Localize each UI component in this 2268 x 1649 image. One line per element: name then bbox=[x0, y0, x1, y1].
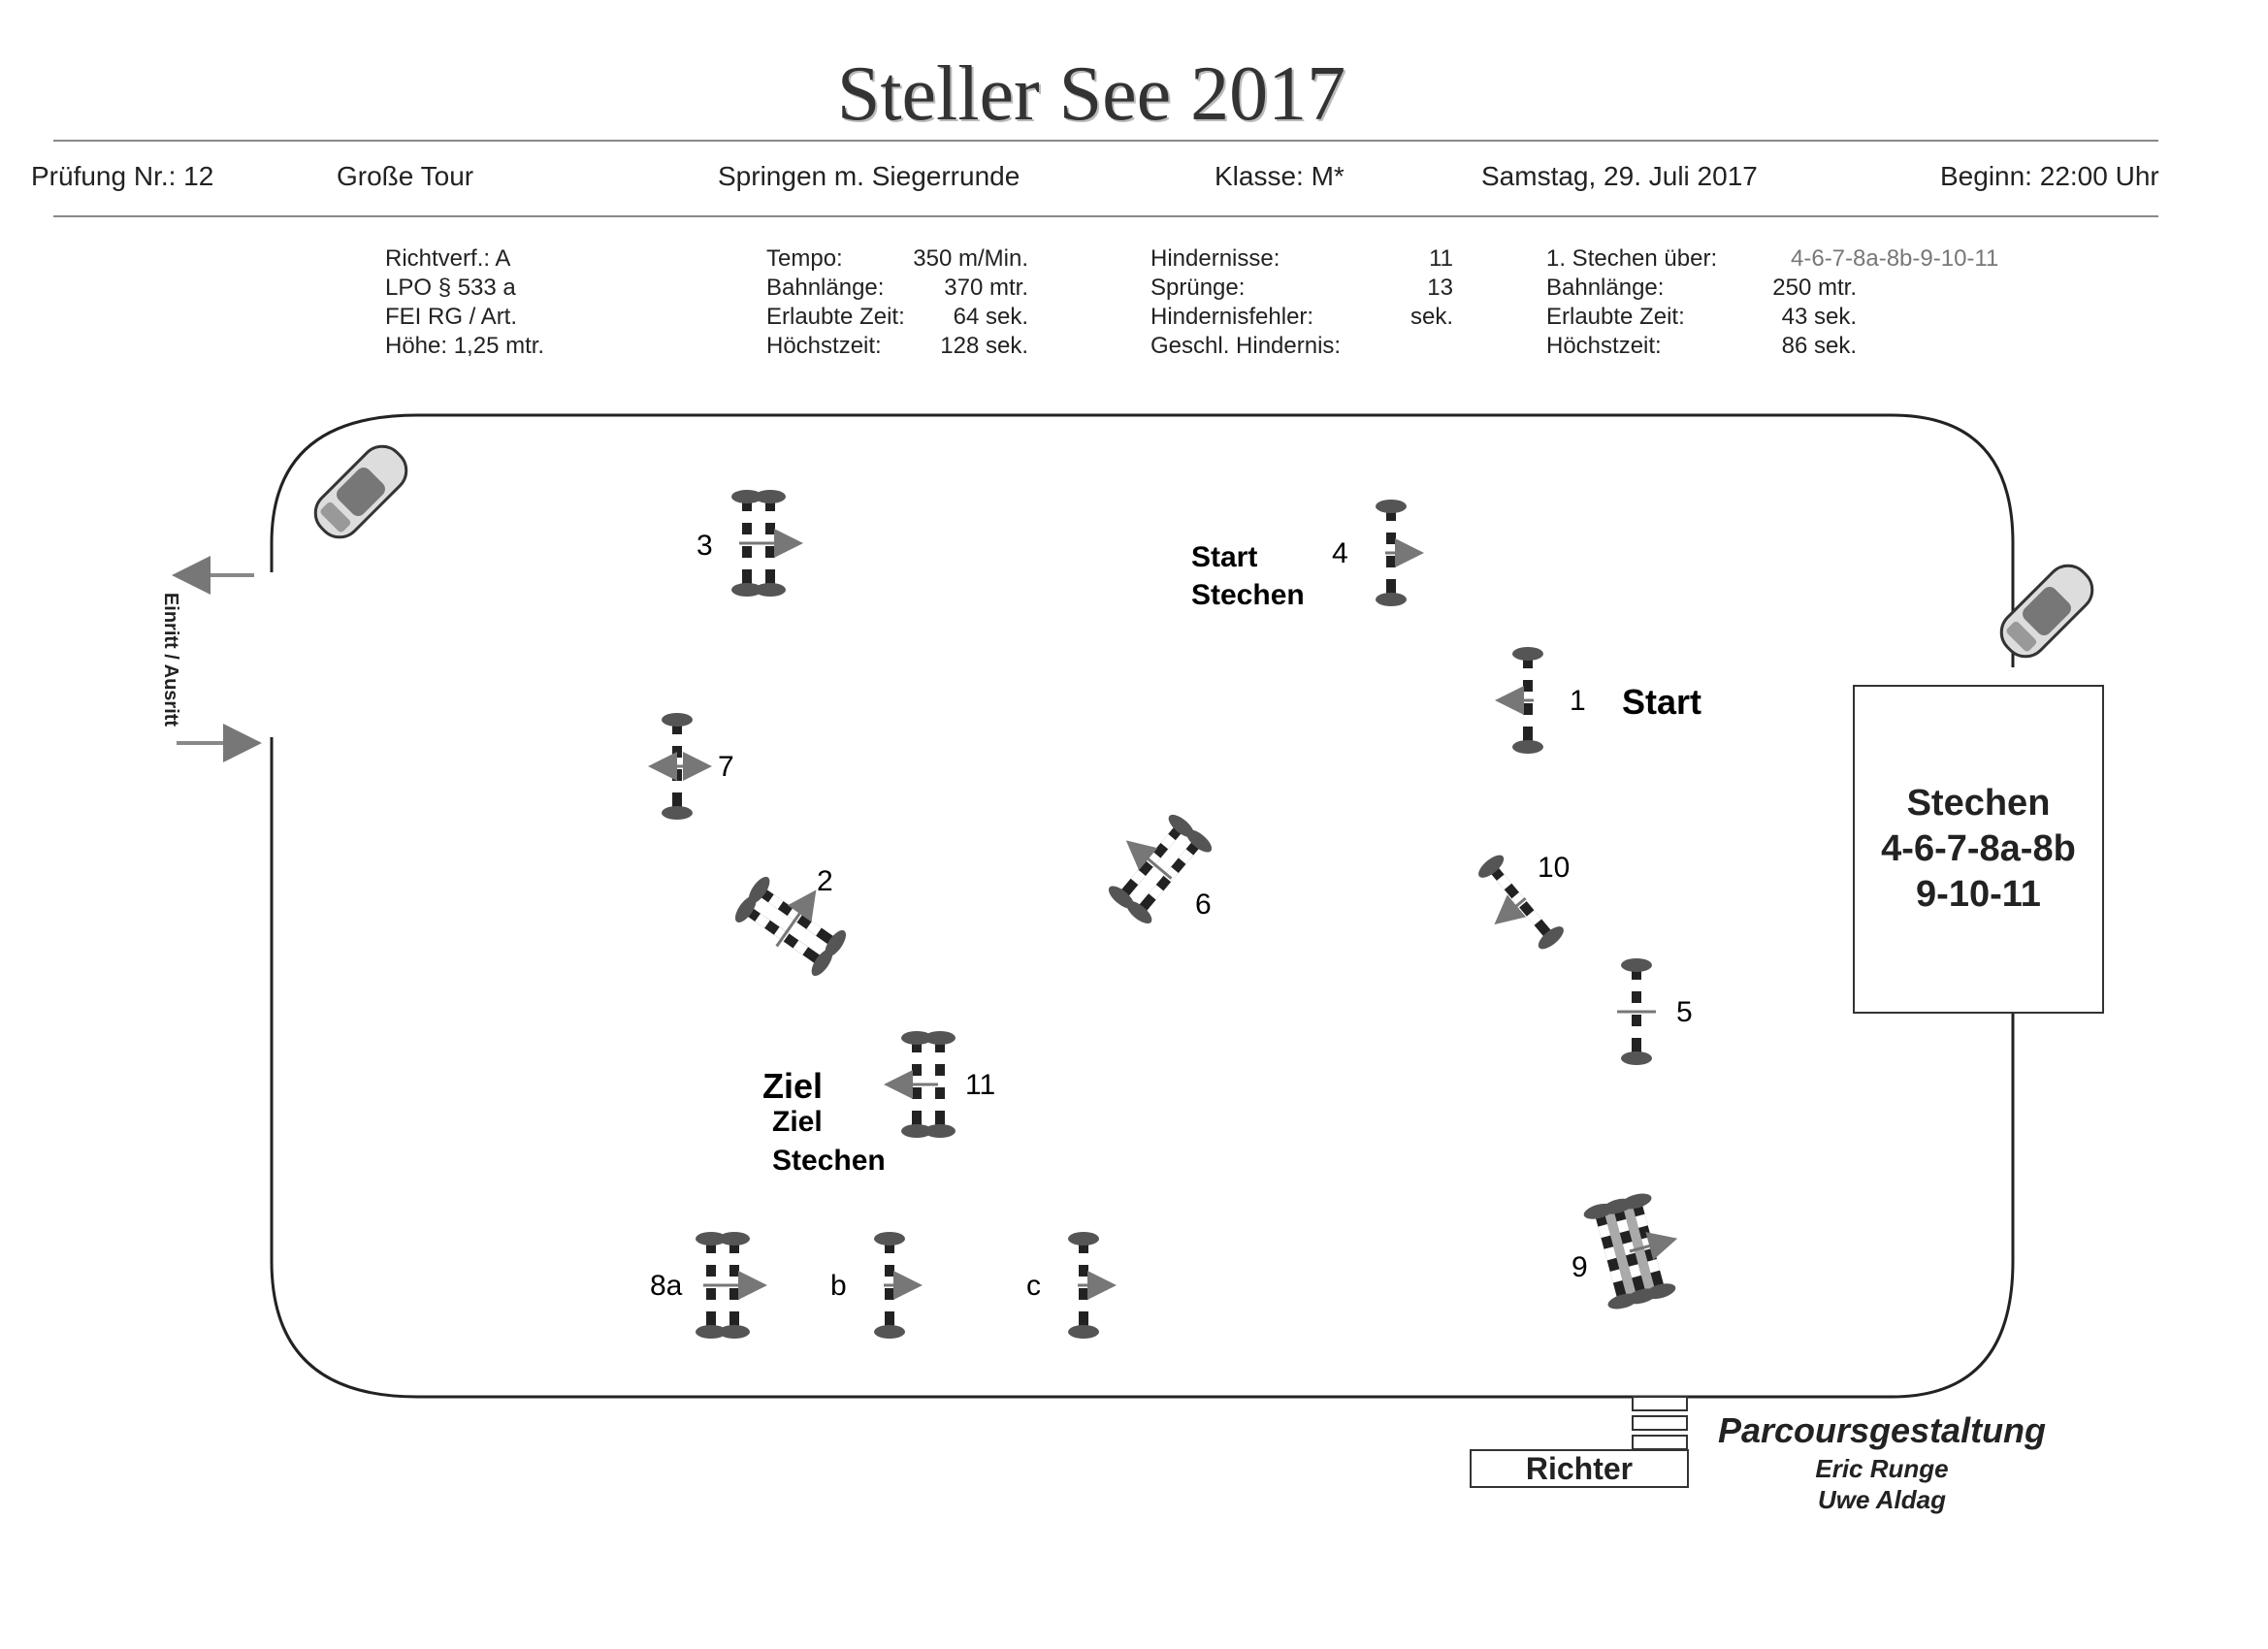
credits-heading: Parcoursgestaltung bbox=[1717, 1410, 2047, 1450]
jump-7-label: 7 bbox=[718, 751, 734, 783]
erlaubte-zeit-label: Erlaubte Zeit: bbox=[766, 304, 905, 330]
jump-1-label: 1 bbox=[1570, 685, 1586, 717]
jump-6-label: 6 bbox=[1195, 889, 1212, 921]
info-col-3: Hindernisse: 11 Sprünge: 13 Hindernisfehle… bbox=[1150, 244, 1453, 361]
car-icon bbox=[1999, 564, 2094, 659]
spruenge-value: 13 bbox=[1427, 275, 1453, 301]
stechen-box-title: Stechen bbox=[1906, 783, 2051, 824]
beginn: Beginn: 22:00 Uhr bbox=[1940, 161, 2159, 191]
datum: Samstag, 29. Juli 2017 bbox=[1481, 161, 1758, 191]
jump-8b bbox=[874, 1232, 923, 1339]
jump-5 bbox=[1617, 958, 1656, 1065]
geschl-hindernis-row: Geschl. Hindernis: bbox=[1150, 332, 1453, 361]
jump-11 bbox=[884, 1031, 956, 1138]
stechen-erlaubte-zeit-label: Erlaubte Zeit: bbox=[1546, 304, 1685, 330]
stechen-hoechstzeit-label: Höchstzeit: bbox=[1546, 333, 1662, 359]
tempo-row: Tempo: 350 m/Min. bbox=[766, 244, 1028, 274]
tempo-value: 350 m/Min. bbox=[913, 245, 1028, 272]
springen-type: Springen m. Siegerrunde bbox=[718, 161, 1021, 191]
entrance-label: Einritt / Ausritt bbox=[160, 593, 181, 727]
stechen-ueber-label: 1. Stechen über: bbox=[1546, 245, 1718, 272]
jump-2 bbox=[730, 873, 851, 980]
stechen-box-line-2: 9-10-11 bbox=[1916, 874, 2041, 915]
pruefung-nr: Prüfung Nr.: 12 bbox=[31, 161, 214, 191]
jump-6 bbox=[1105, 810, 1215, 928]
stechen-box-line-1: 4-6-7-8a-8b bbox=[1881, 828, 2076, 869]
stechen-hoechstzeit-row: Höchstzeit: 86 sek. bbox=[1546, 332, 1857, 361]
bahnlaenge-row: Bahnlänge: 370 mtr. bbox=[766, 274, 1028, 303]
info-col-1: Richtverf.: A LPO § 533 a FEI RG / Art. … bbox=[385, 244, 544, 361]
start-stechen-label-1: Start bbox=[1191, 541, 1257, 573]
stechen-ueber-value: 4-6-7-8a-8b-9-10-11 bbox=[1791, 245, 1999, 272]
stechen-bahnlaenge-value: 250 mtr. bbox=[1772, 275, 1857, 301]
jump-8a bbox=[696, 1232, 767, 1339]
hindernisfehler-row: Hindernisfehler: sek. bbox=[1150, 303, 1453, 332]
klasse: Klasse: M* bbox=[1215, 161, 1345, 191]
credits-name-2: Uwe Aldag bbox=[1818, 1485, 1946, 1514]
fei-rg: FEI RG / Art. bbox=[385, 304, 518, 330]
erlaubte-zeit-value: 64 sek. bbox=[953, 304, 1028, 330]
stechen-box: Stechen 4-6-7-8a-8b 9-10-11 bbox=[1853, 685, 2104, 1014]
hoechstzeit-label: Höchstzeit: bbox=[766, 333, 882, 359]
ziel-stechen-label-2: Stechen bbox=[772, 1145, 886, 1177]
stechen-bahnlaenge-label: Bahnlänge: bbox=[1546, 275, 1665, 301]
jump-11-label: 11 bbox=[965, 1069, 995, 1101]
hoechstzeit-value: 128 sek. bbox=[940, 333, 1028, 359]
info-col-4: 1. Stechen über: 4-6-7-8a-8b-9-10-11 Bahn… bbox=[1546, 244, 1998, 361]
jump-4 bbox=[1376, 500, 1424, 606]
jump-4-label: 4 bbox=[1332, 537, 1348, 569]
richter-box: Richter bbox=[1470, 1449, 1689, 1488]
hindernisfehler-value: sek. bbox=[1409, 304, 1453, 330]
car-icon bbox=[313, 444, 408, 539]
ziel-stechen-label-1: Ziel bbox=[772, 1106, 823, 1138]
jump-9 bbox=[1581, 1190, 1678, 1312]
jump-8a-label: 8a bbox=[650, 1270, 683, 1302]
hindernisse-value: 11 bbox=[1429, 245, 1453, 272]
hindernisse-label: Hindernisse: bbox=[1150, 245, 1280, 272]
bahnlaenge-label: Bahnlänge: bbox=[766, 275, 885, 301]
lpo: LPO § 533 a bbox=[385, 275, 516, 301]
page-title: Steller See 2017 bbox=[836, 51, 1346, 137]
jump-8c bbox=[1068, 1232, 1117, 1339]
header-bottom-rule bbox=[53, 215, 2158, 217]
judge-stairs bbox=[1632, 1396, 1688, 1450]
hoechstzeit-row: Höchstzeit: 128 sek. bbox=[766, 332, 1028, 361]
hindernisse-row: Hindernisse: 11 bbox=[1150, 244, 1453, 274]
credits: Parcoursgestaltung Eric Runge Uwe Aldag bbox=[1688, 1408, 2076, 1515]
spruenge-label: Sprünge: bbox=[1150, 275, 1246, 301]
jump-5-label: 5 bbox=[1676, 996, 1693, 1028]
jump-10-label: 10 bbox=[1538, 852, 1570, 884]
jump-8c-label: c bbox=[1026, 1270, 1041, 1302]
jump-1 bbox=[1495, 647, 1543, 754]
bahnlaenge-value: 370 mtr. bbox=[944, 275, 1028, 301]
stechen-hoechstzeit-value: 86 sek. bbox=[1781, 333, 1857, 359]
credits-name-1: Eric Runge bbox=[1815, 1454, 1949, 1483]
start-label: Start bbox=[1622, 682, 1701, 722]
jump-9-label: 9 bbox=[1571, 1251, 1588, 1283]
stechen-erlaubte-zeit-value: 43 sek. bbox=[1781, 304, 1857, 330]
geschl-hindernis-label: Geschl. Hindernis: bbox=[1150, 333, 1342, 359]
jump-7 bbox=[648, 713, 712, 820]
tempo-label: Tempo: bbox=[766, 245, 843, 272]
tour-name: Große Tour bbox=[337, 161, 474, 191]
header-top-rule bbox=[53, 140, 2158, 142]
stechen-erlaubte-zeit-row: Erlaubte Zeit: 43 sek. bbox=[1546, 303, 1857, 332]
hindernisfehler-label: Hindernisfehler: bbox=[1150, 304, 1314, 330]
jump-3-label: 3 bbox=[697, 530, 713, 562]
info-col-2: Tempo: 350 m/Min. Bahnlänge: 370 mtr. Erla… bbox=[766, 244, 1028, 361]
start-stechen-label-2: Stechen bbox=[1191, 579, 1305, 611]
jump-10 bbox=[1474, 851, 1568, 954]
richtverfahren: Richtverf.: A bbox=[385, 245, 511, 272]
arena-boundary bbox=[270, 413, 2015, 1399]
jump-2-label: 2 bbox=[817, 865, 833, 897]
ziel-label: Ziel bbox=[762, 1066, 823, 1106]
jump-3 bbox=[731, 490, 803, 597]
hoehe: Höhe: 1,25 mtr. bbox=[385, 333, 545, 359]
jump-8b-label: b bbox=[830, 1270, 847, 1302]
stechen-ueber-row: 1. Stechen über: 4-6-7-8a-8b-9-10-11 bbox=[1546, 244, 1998, 274]
erlaubte-zeit-row: Erlaubte Zeit: 64 sek. bbox=[766, 303, 1028, 332]
stechen-bahnlaenge-row: Bahnlänge: 250 mtr. bbox=[1546, 274, 1857, 303]
spruenge-row: Sprünge: 13 bbox=[1150, 274, 1453, 303]
